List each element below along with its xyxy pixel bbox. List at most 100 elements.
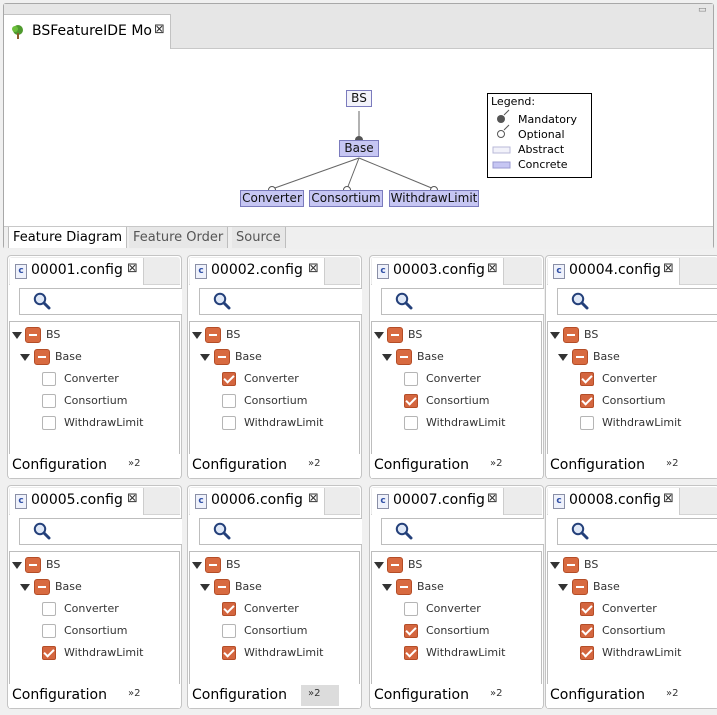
tab-feature-diagram[interactable]: Feature Diagram: [8, 227, 128, 248]
checkbox-converter[interactable]: [404, 372, 418, 386]
checkbox-withdrawlimit[interactable]: [580, 416, 594, 430]
search-field[interactable]: [557, 518, 717, 545]
tab-source[interactable]: Source: [232, 227, 286, 248]
feature-node-withdrawlimit[interactable]: WithdrawLimit: [389, 190, 479, 207]
config-tab[interactable]: c 00003.config ⊠: [372, 258, 504, 285]
checkbox-withdrawlimit[interactable]: [42, 646, 56, 660]
checkbox-converter[interactable]: [222, 602, 236, 616]
tab-configuration[interactable]: Configuration: [374, 457, 469, 473]
config-tab[interactable]: c 00007.config ⊠: [372, 488, 504, 515]
config-tab[interactable]: c 00006.config ⊠: [190, 488, 325, 515]
checkbox-withdrawlimit[interactable]: [404, 416, 418, 430]
tab-configuration[interactable]: Configuration: [12, 687, 107, 703]
tab-configuration[interactable]: Configuration: [12, 457, 107, 473]
checkbox-converter[interactable]: [580, 602, 594, 616]
checkbox-consortium[interactable]: [580, 624, 594, 638]
expand-arrow-icon[interactable]: [550, 332, 560, 339]
checkbox-consortium[interactable]: [42, 624, 56, 638]
config-tab[interactable]: c 00001.config ⊠: [10, 258, 144, 285]
close-icon[interactable]: ⊠: [663, 261, 674, 276]
checkbox-root[interactable]: [25, 327, 41, 343]
editor-tab[interactable]: BSFeatureIDE Mo ⊠: [4, 14, 171, 49]
more-tabs-button[interactable]: »2: [659, 685, 697, 706]
tab-configuration[interactable]: Configuration: [374, 687, 469, 703]
close-icon[interactable]: ⊠: [308, 491, 319, 506]
checkbox-withdrawlimit[interactable]: [222, 416, 236, 430]
close-icon[interactable]: ⊠: [308, 261, 319, 276]
checkbox-withdrawlimit[interactable]: [42, 416, 56, 430]
checkbox-converter[interactable]: [580, 372, 594, 386]
close-icon[interactable]: ⊠: [127, 491, 138, 506]
checkbox-base[interactable]: [396, 579, 412, 595]
expand-arrow-icon[interactable]: [374, 562, 384, 569]
search-field[interactable]: [19, 518, 182, 545]
checkbox-consortium[interactable]: [42, 394, 56, 408]
checkbox-base[interactable]: [396, 349, 412, 365]
close-icon[interactable]: ⊠: [663, 491, 674, 506]
expand-arrow-icon[interactable]: [12, 562, 22, 569]
expand-arrow-icon[interactable]: [192, 562, 202, 569]
checkbox-base[interactable]: [214, 349, 230, 365]
checkbox-base[interactable]: [572, 349, 588, 365]
expand-arrow-icon[interactable]: [20, 584, 30, 591]
checkbox-withdrawlimit[interactable]: [580, 646, 594, 660]
expand-arrow-icon[interactable]: [558, 354, 568, 361]
more-tabs-button[interactable]: »2: [301, 455, 339, 476]
tab-configuration[interactable]: Configuration: [550, 457, 645, 473]
checkbox-base[interactable]: [572, 579, 588, 595]
expand-arrow-icon[interactable]: [20, 354, 30, 361]
expand-arrow-icon[interactable]: [550, 562, 560, 569]
config-tab[interactable]: c 00008.config ⊠: [548, 488, 680, 515]
minimize-icon[interactable]: ▭: [698, 5, 707, 15]
checkbox-converter[interactable]: [42, 602, 56, 616]
close-icon[interactable]: ⊠: [487, 261, 498, 276]
close-icon[interactable]: ⊠: [154, 22, 165, 37]
config-tab[interactable]: c 00004.config ⊠: [548, 258, 680, 285]
search-field[interactable]: [199, 518, 362, 545]
expand-arrow-icon[interactable]: [382, 584, 392, 591]
expand-arrow-icon[interactable]: [192, 332, 202, 339]
search-field[interactable]: [381, 518, 544, 545]
checkbox-root[interactable]: [387, 327, 403, 343]
checkbox-root[interactable]: [563, 327, 579, 343]
feature-node-root[interactable]: BS: [346, 90, 372, 107]
more-tabs-button[interactable]: »2: [659, 455, 697, 476]
checkbox-base[interactable]: [34, 579, 50, 595]
more-tabs-button[interactable]: »2: [301, 685, 339, 706]
checkbox-root[interactable]: [563, 557, 579, 573]
more-tabs-button[interactable]: »2: [121, 685, 159, 706]
checkbox-converter[interactable]: [222, 372, 236, 386]
feature-node-consortium[interactable]: Consortium: [309, 190, 383, 207]
tab-configuration[interactable]: Configuration: [550, 687, 645, 703]
feature-node-converter[interactable]: Converter: [240, 190, 304, 207]
checkbox-converter[interactable]: [42, 372, 56, 386]
search-field[interactable]: [19, 288, 182, 315]
more-tabs-button[interactable]: »2: [121, 455, 159, 476]
tab-feature-order[interactable]: Feature Order: [129, 227, 229, 248]
checkbox-converter[interactable]: [404, 602, 418, 616]
feature-node-base[interactable]: Base: [339, 140, 379, 157]
search-field[interactable]: [381, 288, 544, 315]
checkbox-withdrawlimit[interactable]: [222, 646, 236, 660]
checkbox-base[interactable]: [214, 579, 230, 595]
more-tabs-button[interactable]: »2: [483, 455, 521, 476]
tab-configuration[interactable]: Configuration: [192, 457, 287, 473]
checkbox-consortium[interactable]: [222, 624, 236, 638]
expand-arrow-icon[interactable]: [12, 332, 22, 339]
checkbox-base[interactable]: [34, 349, 50, 365]
checkbox-root[interactable]: [25, 557, 41, 573]
checkbox-consortium[interactable]: [404, 624, 418, 638]
checkbox-root[interactable]: [387, 557, 403, 573]
config-tab[interactable]: c 00002.config ⊠: [190, 258, 325, 285]
close-icon[interactable]: ⊠: [487, 491, 498, 506]
expand-arrow-icon[interactable]: [200, 354, 210, 361]
expand-arrow-icon[interactable]: [374, 332, 384, 339]
checkbox-root[interactable]: [205, 557, 221, 573]
tab-configuration[interactable]: Configuration: [192, 687, 287, 703]
expand-arrow-icon[interactable]: [382, 354, 392, 361]
close-icon[interactable]: ⊠: [127, 261, 138, 276]
expand-arrow-icon[interactable]: [200, 584, 210, 591]
search-field[interactable]: [557, 288, 717, 315]
checkbox-consortium[interactable]: [222, 394, 236, 408]
checkbox-consortium[interactable]: [580, 394, 594, 408]
